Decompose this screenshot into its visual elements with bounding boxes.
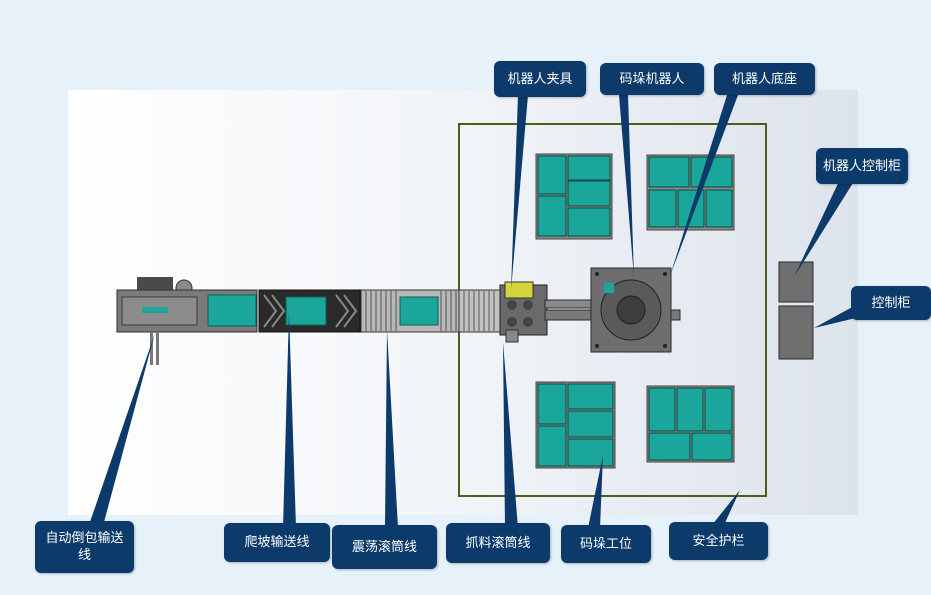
- label-safety-fence: 安全护栏: [669, 522, 768, 560]
- pointer-vibration: [385, 330, 398, 528]
- control-cabinet: [778, 305, 814, 360]
- pointer-safety-fence: [712, 490, 740, 525]
- pick-roller-conveyor: [458, 289, 502, 333]
- pallet-top-left: [535, 153, 613, 240]
- pointer-robot-control: [794, 177, 853, 277]
- pointer-palletizing-station: [588, 455, 603, 528]
- label-gripper: 机器人夹具: [494, 61, 586, 97]
- pallet-bottom-left: [535, 381, 616, 469]
- pointer-control-cabinet: [814, 305, 856, 328]
- pointer-auto-dump: [90, 333, 155, 522]
- label-palletizing-robot: 码垛机器人: [600, 63, 704, 95]
- label-control-cabinet: 控制柜: [851, 286, 931, 320]
- incline-conveyor: [258, 289, 361, 333]
- pallet-bottom-right: [646, 385, 735, 463]
- label-vibration-roller: 震荡滚筒线: [332, 525, 437, 569]
- label-palletizing-station: 码垛工位: [561, 525, 651, 563]
- robot-control-cabinet: [778, 261, 814, 303]
- pointer-incline: [283, 312, 296, 528]
- pointer-pick: [503, 342, 518, 528]
- pointer-robot-base: [670, 95, 738, 276]
- label-incline-conveyor: 爬坡输送线: [224, 523, 330, 562]
- label-pick-roller: 抓料滚筒线: [446, 523, 550, 563]
- pallet-top-right: [646, 154, 735, 231]
- robot-gripper: [499, 281, 548, 343]
- robot-base: [590, 267, 672, 353]
- label-auto-dump-conveyor: 自动倒包输送线: [35, 521, 134, 573]
- pointer-gripper: [511, 95, 528, 290]
- auto-dump-conveyor: [116, 277, 258, 365]
- vibration-roller-conveyor: [360, 289, 460, 333]
- label-robot-base: 机器人底座: [714, 63, 815, 95]
- pointer-palletizing-robot: [619, 95, 634, 278]
- label-robot-control-cabinet: 机器人控制柜: [816, 148, 908, 184]
